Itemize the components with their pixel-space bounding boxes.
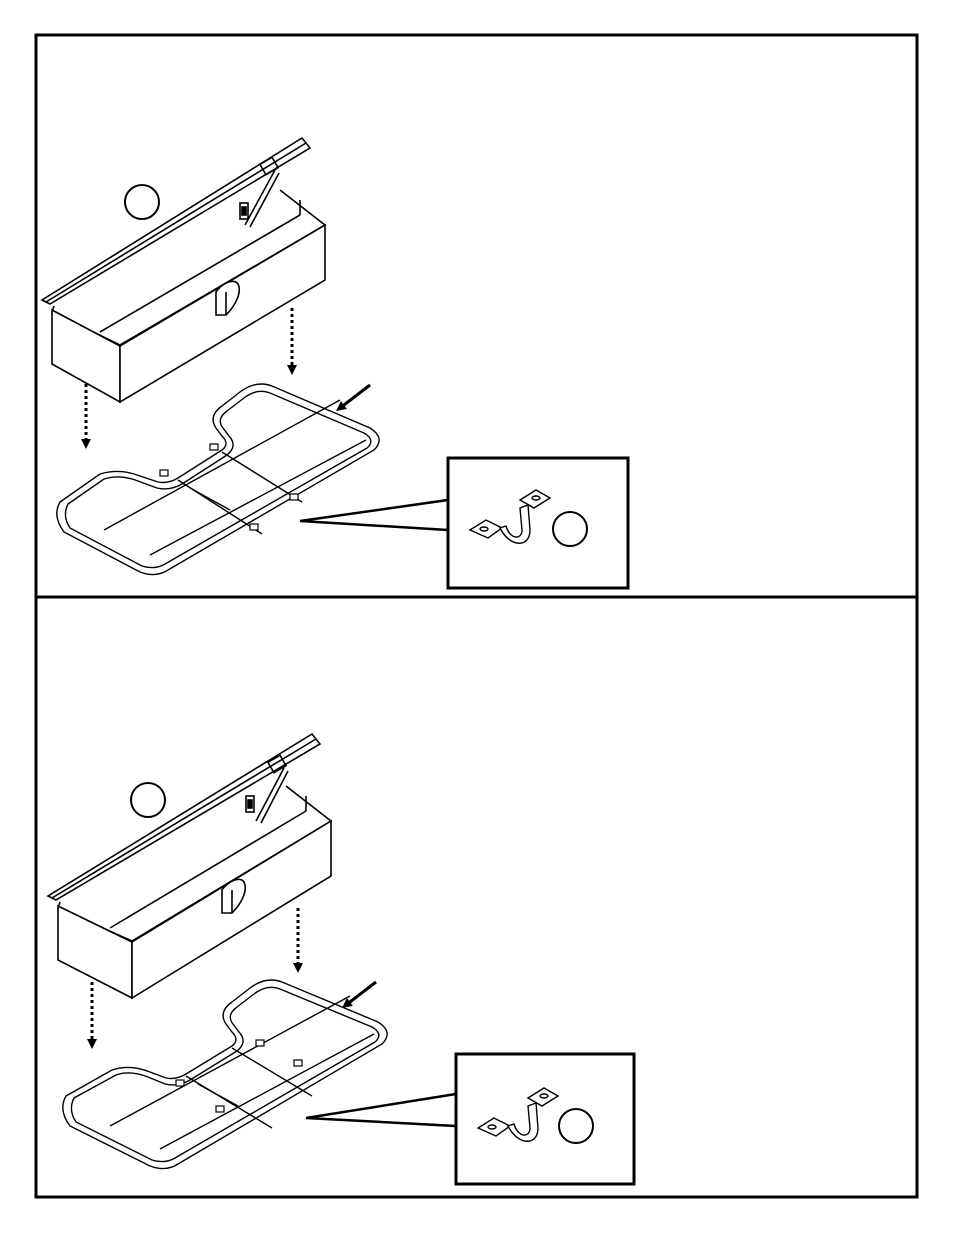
inset-leader [306, 1094, 456, 1126]
panel-top [42, 138, 628, 588]
bracket-callout [559, 1109, 593, 1143]
pointer-arrow-frame [340, 385, 370, 408]
inset-leader [300, 500, 448, 530]
bracket-callout [553, 512, 587, 546]
outer-border [36, 35, 917, 1197]
frame-rack [57, 384, 379, 575]
panel-bottom [48, 734, 634, 1184]
frame-rack [63, 980, 387, 1169]
tool-box [48, 734, 331, 998]
tool-box-front [58, 906, 132, 998]
pointer-arrow-frame [346, 982, 376, 1005]
tool-box-front [52, 310, 120, 402]
mounting-bracket-inset [448, 458, 628, 588]
mounting-bracket-inset [456, 1054, 634, 1184]
tool-box [42, 138, 325, 402]
tool-box-callout [125, 185, 159, 219]
tool-box-callout [131, 783, 165, 817]
frame-bracket-markers [176, 1040, 302, 1112]
